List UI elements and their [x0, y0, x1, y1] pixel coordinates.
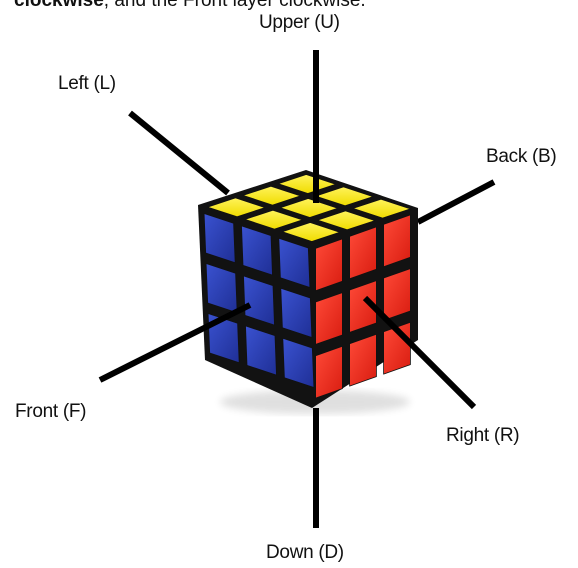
front-face-sticker	[243, 275, 275, 326]
label-back: Back (B)	[486, 146, 557, 167]
top-face-sticker	[244, 209, 303, 230]
front-face-sticker	[280, 287, 313, 338]
pointer-line-back	[416, 179, 496, 225]
top-face-sticker	[279, 198, 339, 218]
top-face-sticker	[242, 185, 301, 206]
label-front: Front (F)	[15, 401, 87, 422]
front-face-sticker	[282, 337, 315, 388]
right-face-sticker	[349, 333, 377, 387]
label-upper: Upper (U)	[259, 12, 340, 33]
top-face-sticker	[277, 174, 337, 194]
front-face-sticker	[278, 237, 311, 288]
right-face-sticker	[349, 226, 377, 280]
pointer-line-right	[362, 295, 477, 410]
caption-bold-text: clockwise	[14, 0, 104, 11]
top-face-sticker	[317, 210, 376, 231]
top-face-sticker	[352, 198, 411, 219]
front-face-sticker	[245, 325, 277, 376]
caption-rest-text: , and the Front layer clockwise.	[103, 0, 366, 11]
right-face-sticker	[349, 280, 377, 333]
label-left: Left (L)	[58, 73, 116, 94]
front-face-sticker	[241, 225, 273, 276]
pointer-line-front	[98, 302, 252, 383]
front-face-sticker	[207, 313, 240, 364]
top-face-sticker	[315, 186, 374, 207]
front-face-sticker	[203, 213, 236, 264]
right-face-sticker	[315, 238, 343, 292]
cube-top-face	[207, 174, 411, 242]
cropped-caption-text: clockwise, and the Front layer clockwise…	[14, 0, 366, 10]
right-face-sticker	[383, 214, 411, 268]
top-face-sticker	[281, 222, 341, 242]
rubiks-cube	[198, 170, 418, 408]
top-face-sticker	[207, 197, 266, 218]
label-right: Right (R)	[446, 425, 520, 446]
right-face-sticker	[315, 345, 343, 399]
label-down: Down (D)	[266, 542, 344, 563]
right-face-sticker	[383, 268, 411, 321]
cube-front-face	[203, 213, 315, 388]
right-face-sticker	[315, 292, 343, 345]
pointer-line-left	[128, 110, 230, 196]
